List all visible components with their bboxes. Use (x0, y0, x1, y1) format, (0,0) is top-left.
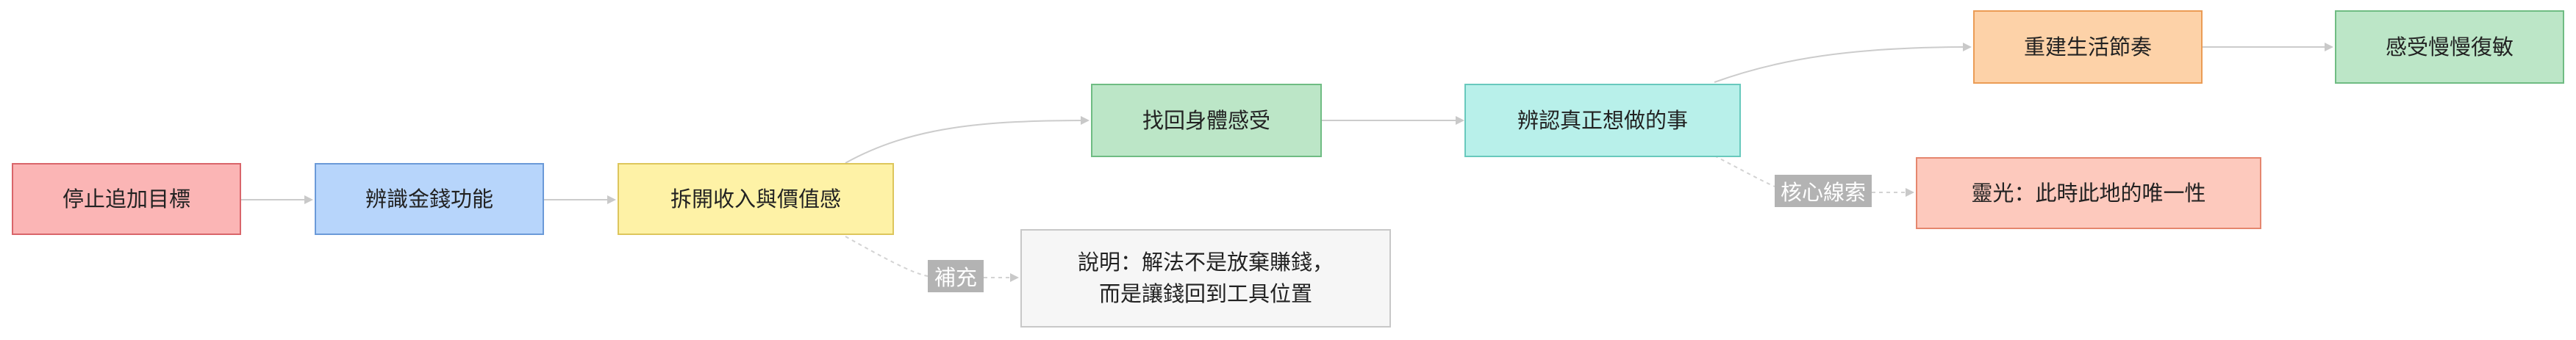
node-label: 找回身體感受 (1142, 107, 1270, 133)
node-discern-true-desire[interactable]: 辨認真正想做的事 (1464, 84, 1741, 157)
node-label: 拆開收入與價值感 (670, 186, 841, 211)
node-sensitivity-returns[interactable]: 感受慢慢復敏 (2335, 10, 2564, 84)
edge-separate-recover (845, 116, 1090, 164)
node-label: 重建生活節奏 (2023, 34, 2152, 59)
node-label: 辨識金錢功能 (365, 186, 493, 211)
edge-label-core-thread: 核心線索 (1775, 175, 1872, 207)
node-separate-income-worth[interactable]: 拆開收入與價值感 (618, 163, 894, 235)
node-label: 停止追加目標 (62, 186, 190, 211)
edge-separate-note (845, 236, 929, 277)
node-identify-money-function[interactable]: 辨識金錢功能 (315, 163, 544, 235)
node-label: 說明：解法不是放棄賺錢， 而是讓錢回到工具位置 (1077, 249, 1334, 307)
node-note-explanation[interactable]: 說明：解法不是放棄賺錢， 而是讓錢回到工具位置 (1020, 229, 1391, 328)
edge-label-supplement: 補充 (928, 260, 984, 292)
edge-discern-core (1714, 155, 1775, 187)
node-label: 感受慢慢復敏 (2385, 34, 2514, 59)
node-label: 辨認真正想做的事 (1517, 107, 1688, 133)
node-inspiration-uniqueness[interactable]: 靈光：此時此地的唯一性 (1916, 157, 2261, 229)
node-stop-adding-goals[interactable]: 停止追加目標 (12, 163, 241, 235)
node-recover-body-feeling[interactable]: 找回身體感受 (1091, 84, 1322, 157)
edge-discern-rebuild (1714, 43, 1972, 83)
node-label: 靈光：此時此地的唯一性 (1971, 180, 2206, 206)
node-rebuild-life-rhythm[interactable]: 重建生活節奏 (1973, 10, 2203, 84)
